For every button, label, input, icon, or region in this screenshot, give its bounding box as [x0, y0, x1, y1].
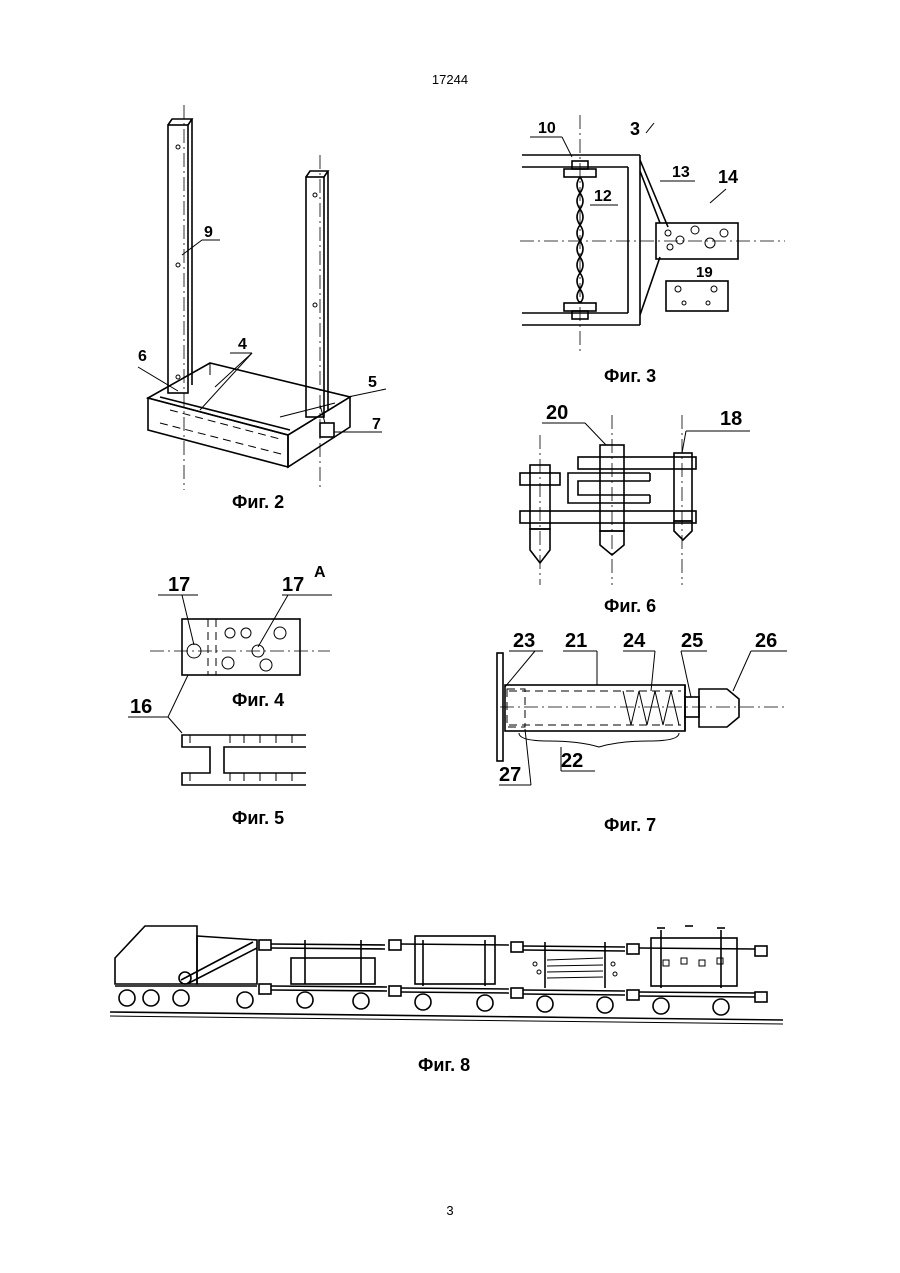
figure-2-drawing: 9 6 4 5 7 [120, 105, 405, 495]
fig3-label-12: 12 [594, 188, 612, 205]
fig7-label-27: 27 [499, 764, 521, 786]
fig8-caption: Фиг. 8 [418, 1055, 470, 1076]
fig2-label-5: 5 [368, 374, 377, 391]
fig6-label-20: 20 [546, 402, 568, 424]
fig3-label-19: 19 [696, 264, 713, 281]
figure-8-drawing [105, 908, 790, 1048]
fig3-label-10: 10 [538, 120, 556, 137]
fig2-label-4: 4 [238, 336, 247, 353]
fig7-label-21: 21 [565, 630, 587, 652]
fig3-label-3: 3 [630, 119, 640, 139]
fig2-label-7: 7 [372, 416, 381, 433]
fig7-label-23: 23 [513, 630, 535, 652]
fig4-caption: Фиг. 4 [232, 690, 284, 711]
fig5-caption: Фиг. 5 [232, 808, 284, 829]
fig7-label-22: 22 [561, 750, 583, 772]
fig6-caption: Фиг. 6 [604, 596, 656, 617]
fig4-label-17b: 17 [282, 574, 304, 596]
fig3-label-14: 14 [718, 167, 738, 187]
figure-6-drawing: 20 18 [500, 395, 790, 587]
fig3-label-13: 13 [672, 164, 690, 181]
fig2-label-9: 9 [204, 224, 213, 241]
figure-7-drawing: 23 21 24 25 26 22 27 [495, 625, 795, 805]
page-number: 3 [0, 1203, 900, 1218]
fig4-label-a: A [314, 564, 326, 581]
fig2-caption: Фиг. 2 [232, 492, 284, 513]
fig7-label-24: 24 [623, 630, 646, 652]
fig4-label-17a: 17 [168, 574, 190, 596]
fig4-label-16: 16 [130, 696, 152, 718]
figure-4-5-drawing: 17 17 A 16 [120, 555, 420, 805]
fig7-label-26: 26 [755, 630, 777, 652]
figure-3-drawing: 10 3 13 14 12 19 [500, 105, 790, 365]
fig2-label-6: 6 [138, 348, 147, 365]
page-header: 17244 [0, 72, 900, 87]
fig3-caption: Фиг. 3 [604, 366, 656, 387]
fig6-label-18: 18 [720, 408, 742, 430]
fig7-label-25: 25 [681, 630, 703, 652]
fig7-caption: Фиг. 7 [604, 815, 656, 836]
